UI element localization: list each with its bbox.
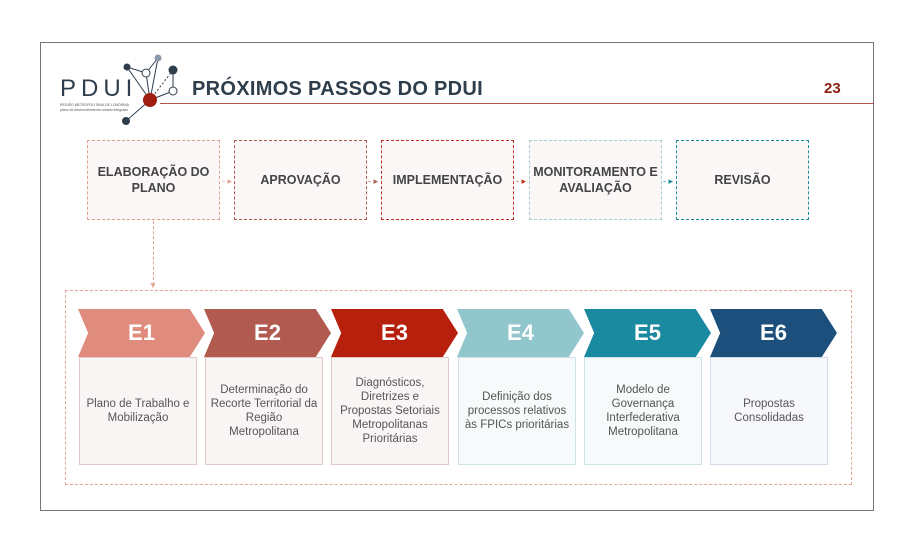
connector-line [153, 221, 154, 285]
stage-e4-description: Definição dos processos relativos às FPI… [458, 357, 576, 465]
arrow-right-icon: - ▸ [368, 176, 379, 186]
stage-e5-description: Modelo de Governança Interfederativa Met… [584, 357, 702, 465]
step-monitoramento: MONITORAMENTO E AVALIAÇÃO [529, 140, 662, 220]
stage-e6-description: Propostas Consolidadas [710, 357, 828, 465]
step-aprovacao: APROVAÇÃO [234, 140, 367, 220]
page-title: PRÓXIMOS PASSOS DO PDUI [192, 78, 484, 100]
header-divider [160, 103, 874, 104]
arrow-right-icon: - ▸ [663, 176, 674, 186]
step-revisao: REVISÃO [676, 140, 809, 220]
step-implementacao: IMPLEMENTAÇÃO [381, 140, 514, 220]
stages-container [65, 290, 852, 485]
stage-e3-chevron: E3 [331, 309, 458, 357]
logo-text: PDUI [60, 75, 138, 102]
stage-e1-chevron: E1 [78, 309, 205, 357]
stage-e5-chevron: E5 [584, 309, 711, 357]
stage-e4-chevron: E4 [457, 309, 584, 357]
arrow-right-icon: - ▸ [516, 176, 527, 186]
stage-e6-chevron: E6 [710, 309, 837, 357]
step-elaboracao: ELABORAÇÃO DO PLANO [87, 140, 220, 220]
stage-e2-chevron: E2 [204, 309, 331, 357]
stage-e3-description: Diagnósticos, Diretrizes e Propostas Set… [331, 357, 449, 465]
page-number: 23 [824, 80, 841, 97]
arrow-right-icon: - ▸ [222, 176, 233, 186]
stage-e2-description: Determinação do Recorte Territorial da R… [205, 357, 323, 465]
arrow-down-icon: ▼ [149, 281, 157, 290]
pdui-network-logo-icon [122, 54, 178, 125]
stage-e1-description: Plano de Trabalho e Mobilização [79, 357, 197, 465]
